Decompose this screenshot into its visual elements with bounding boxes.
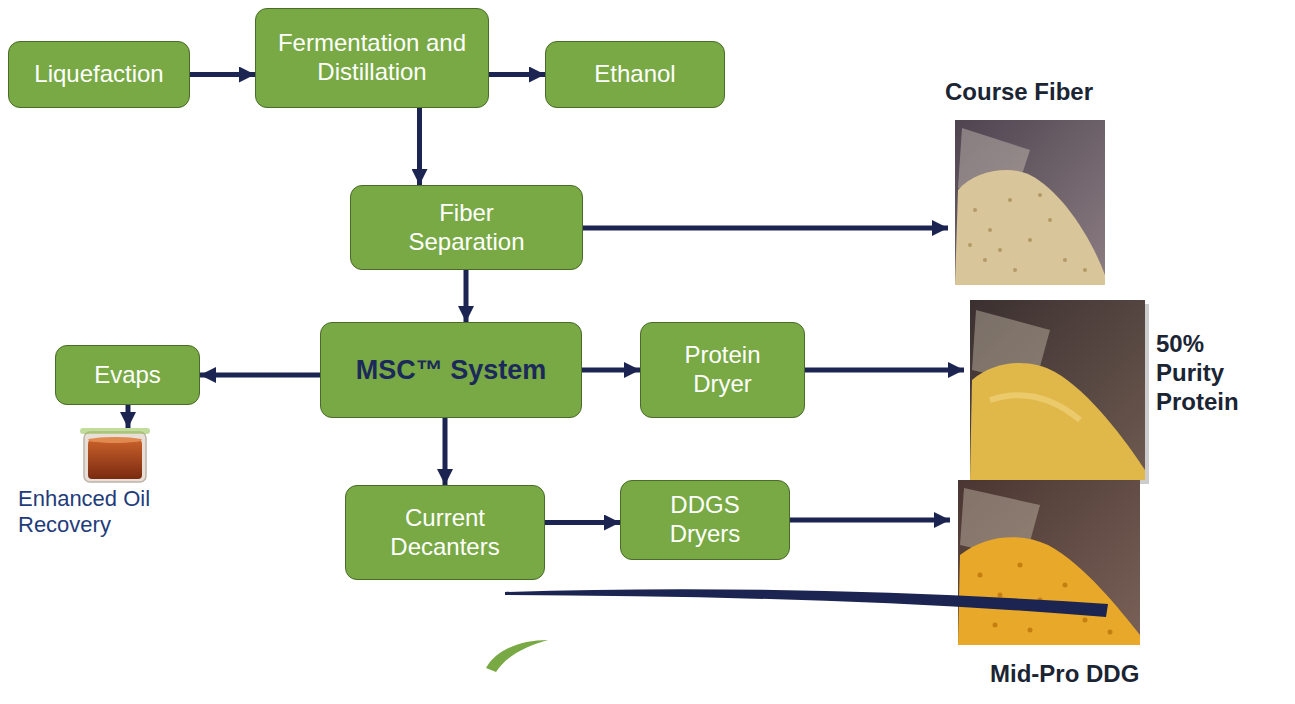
protein-powder: [970, 363, 1145, 480]
jar-rim: [80, 428, 150, 434]
product-label: Mid-Pro DDG: [990, 660, 1190, 689]
product-label: 50% Purity Protein: [1156, 330, 1266, 416]
process-box: Fermentation and Distillation: [255, 8, 489, 108]
process-box: DDGS Dryers: [620, 480, 790, 560]
photo-ground: [958, 480, 1140, 645]
swoosh-accent: [486, 640, 548, 672]
flow-arrow: [583, 226, 948, 231]
photo-ground: [970, 300, 1145, 480]
box-text: Fermentation and Distillation: [267, 29, 477, 87]
process-box: Current Decanters: [345, 485, 545, 580]
box-text: Liquefaction: [34, 60, 163, 89]
ddg-photo: [958, 480, 1140, 645]
box-text: Ethanol: [594, 60, 675, 89]
flow-arrow: [790, 518, 950, 523]
process-box: Evaps: [55, 345, 200, 405]
flow-arrow: [489, 72, 545, 77]
flow-arrow: [190, 72, 255, 77]
product-label: Enhanced Oil Recovery: [18, 486, 213, 539]
box-text: MSC™ System: [356, 354, 547, 386]
fiber-pile: [955, 170, 1105, 285]
oil-jar: [80, 428, 150, 482]
product-arrows: [128, 228, 964, 520]
process-box: Protein Dryer: [640, 322, 805, 418]
product-label: Course Fiber: [945, 78, 1145, 107]
flow-arrow: [545, 520, 620, 525]
swoosh: [505, 589, 1108, 617]
oil-surface: [88, 437, 142, 443]
box-text: Fiber Separation: [392, 199, 542, 257]
ddg-pile: [958, 537, 1140, 645]
flow-arrow: [464, 270, 469, 322]
photo-ground: [955, 120, 1105, 285]
box-text: Current Decanters: [370, 504, 520, 562]
fiber-grains: [968, 193, 1087, 272]
process-box: Liquefaction: [8, 41, 190, 108]
powder-highlight: [990, 395, 1080, 420]
flow-arrow: [200, 373, 320, 378]
process-box: Fiber Separation: [350, 185, 583, 270]
jar-glass: [84, 432, 146, 482]
box-text: DDGS Dryers: [650, 491, 760, 549]
box-text: Evaps: [94, 361, 161, 390]
process-box: MSC™ System: [320, 322, 582, 418]
flow-arrow: [582, 368, 640, 373]
box-text: Protein Dryer: [668, 341, 778, 399]
coarse-fiber-photo: [955, 120, 1105, 285]
flow-arrow: [805, 368, 964, 373]
process-box: Ethanol: [545, 41, 725, 108]
oil: [88, 440, 142, 479]
flow-arrow: [443, 418, 448, 485]
flow-arrow: [126, 405, 131, 428]
protein-photo: [970, 300, 1149, 484]
flow-arrow: [417, 108, 422, 185]
